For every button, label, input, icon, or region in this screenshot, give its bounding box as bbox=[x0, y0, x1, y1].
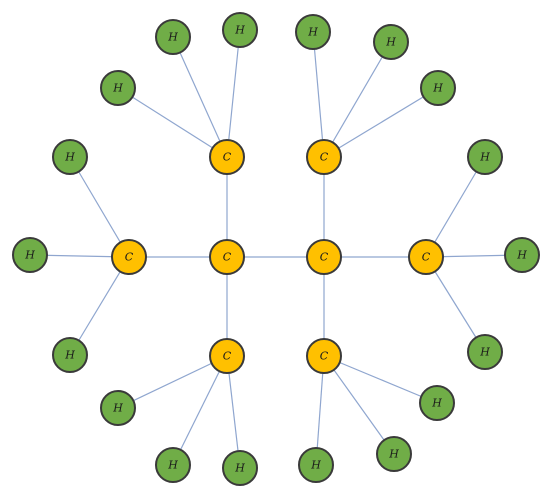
bond-c6-h12 bbox=[323, 87, 439, 158]
hydrogen-atom-h12: H bbox=[420, 70, 456, 106]
atom-label: C bbox=[125, 251, 134, 264]
hydrogen-circle bbox=[295, 14, 331, 50]
atom-label: C bbox=[223, 350, 232, 363]
atom-label: C bbox=[320, 350, 329, 363]
carbon-atom-c4: C bbox=[408, 239, 444, 275]
atom-label: C bbox=[223, 151, 232, 164]
hydrogen-circle bbox=[373, 24, 409, 60]
carbon-atom-c6: C bbox=[306, 139, 342, 175]
bond-c6-h10 bbox=[312, 31, 325, 158]
bond-c8-h17 bbox=[323, 355, 395, 455]
hydrogen-atom-h5: H bbox=[504, 237, 540, 273]
atoms-layer: C C C C C C C C H H H H H H H H H H H H H H H H H H bbox=[12, 12, 540, 486]
carbon-circle bbox=[306, 139, 342, 175]
hydrogen-atom-h1: H bbox=[52, 139, 88, 175]
hydrogen-atom-h18: H bbox=[419, 385, 455, 421]
carbon-atom-c8: C bbox=[306, 338, 342, 374]
carbon-circle bbox=[306, 338, 342, 374]
hydrogen-atom-h11: H bbox=[373, 24, 409, 60]
atom-label: H bbox=[24, 249, 35, 262]
carbon-circle bbox=[209, 338, 245, 374]
bond-c7-h15 bbox=[226, 355, 241, 469]
atom-label: C bbox=[422, 251, 431, 264]
bond-c5-h7 bbox=[117, 87, 228, 158]
bond-c4-h4 bbox=[425, 156, 486, 258]
atom-label: C bbox=[223, 251, 232, 264]
hydrogen-atom-h4: H bbox=[467, 139, 503, 175]
atom-label: H bbox=[385, 36, 396, 49]
atom-label: H bbox=[64, 349, 75, 362]
bond-c5-h9 bbox=[226, 29, 241, 158]
carbon-atom-c1: C bbox=[111, 239, 147, 275]
atom-label: H bbox=[112, 402, 123, 415]
hydrogen-circle bbox=[420, 70, 456, 106]
hydrogen-circle bbox=[376, 436, 412, 472]
hydrogen-circle bbox=[100, 390, 136, 426]
bond-c7-h14 bbox=[172, 355, 228, 466]
hydrogen-atom-h3: H bbox=[52, 337, 88, 373]
hydrogen-atom-h14: H bbox=[155, 447, 191, 483]
hydrogen-atom-h17: H bbox=[376, 436, 412, 472]
bond-c4-h6 bbox=[425, 256, 486, 353]
hydrogen-circle bbox=[504, 237, 540, 273]
bond-c1-h1 bbox=[69, 156, 130, 258]
hydrogen-circle bbox=[52, 337, 88, 373]
atom-label: H bbox=[167, 31, 178, 44]
hydrogen-circle bbox=[298, 447, 334, 483]
hydrogen-atom-h9: H bbox=[222, 12, 258, 48]
hydrogen-circle bbox=[467, 139, 503, 175]
hydrogen-circle bbox=[155, 19, 191, 55]
hydrogen-circle bbox=[222, 12, 258, 48]
hydrogen-atom-h7: H bbox=[100, 70, 136, 106]
hydrogen-circle bbox=[52, 139, 88, 175]
bond-c8-h18 bbox=[323, 355, 438, 404]
atom-label: H bbox=[234, 24, 245, 37]
hydrogen-atom-h2: H bbox=[12, 237, 48, 273]
hydrogen-circle bbox=[467, 334, 503, 370]
hydrogen-atom-h15: H bbox=[222, 450, 258, 486]
atom-label: H bbox=[388, 448, 399, 461]
bond-c1-h3 bbox=[69, 256, 130, 356]
carbon-atom-c5: C bbox=[209, 139, 245, 175]
carbon-circle bbox=[209, 239, 245, 275]
carbon-atom-c7: C bbox=[209, 338, 245, 374]
bond-c7-h13 bbox=[117, 355, 228, 409]
carbon-circle bbox=[209, 139, 245, 175]
atom-label: H bbox=[432, 82, 443, 95]
hydrogen-circle bbox=[419, 385, 455, 421]
atom-label: H bbox=[310, 459, 321, 472]
hydrogen-atom-h13: H bbox=[100, 390, 136, 426]
bond-c6-h11 bbox=[323, 41, 392, 158]
atom-label: C bbox=[320, 151, 329, 164]
hydrogen-circle bbox=[12, 237, 48, 273]
hydrogen-atom-h6: H bbox=[467, 334, 503, 370]
carbon-circle bbox=[111, 239, 147, 275]
hydrogen-atom-h10: H bbox=[295, 14, 331, 50]
carbon-atom-c3: C bbox=[306, 239, 342, 275]
carbon-circle bbox=[306, 239, 342, 275]
atom-label: H bbox=[431, 397, 442, 410]
bond-c5-h8 bbox=[172, 36, 228, 158]
atom-label: H bbox=[112, 82, 123, 95]
atom-label: H bbox=[234, 462, 245, 475]
hydrogen-circle bbox=[155, 447, 191, 483]
hydrogen-circle bbox=[100, 70, 136, 106]
atom-label: H bbox=[167, 459, 178, 472]
atom-label: H bbox=[516, 249, 527, 262]
atom-label: H bbox=[479, 151, 490, 164]
atom-label: C bbox=[320, 251, 329, 264]
hydrogen-atom-h8: H bbox=[155, 19, 191, 55]
hydrogen-circle bbox=[222, 450, 258, 486]
carbon-circle bbox=[408, 239, 444, 275]
bond-c8-h16 bbox=[315, 355, 325, 466]
atom-label: H bbox=[307, 26, 318, 39]
atom-label: H bbox=[479, 346, 490, 359]
hydrogen-atom-h16: H bbox=[298, 447, 334, 483]
carbon-atom-c2: C bbox=[209, 239, 245, 275]
atom-label: H bbox=[64, 151, 75, 164]
